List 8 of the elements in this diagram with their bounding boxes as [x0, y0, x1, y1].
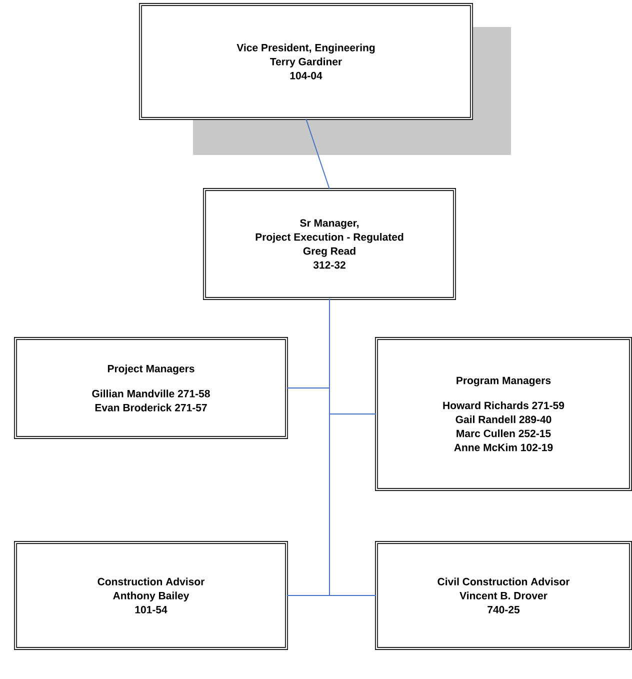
org-box: Project Managers Gillian Mandville 271-58 Evan Broderick 271-57: [14, 337, 288, 439]
connector-line: [329, 298, 377, 596]
org-box: Program Managers Howard Richards 271-59 Gail Randell 289-40 Marc Cullen 252-15 Anne McKim 102-19: [375, 337, 632, 491]
org-box: Sr Manager, Project Execution - Regulated Greg Read 312-32: [203, 188, 456, 300]
org-box: Construction Advisor Anthony Bailey 101-54: [14, 541, 288, 650]
org-box: Vice President, Engineering Terry Gardiner 104-04: [139, 3, 473, 120]
connector-line: [306, 118, 330, 190]
org-box: Civil Construction Advisor Vincent B. Drover 740-25: [375, 541, 632, 650]
